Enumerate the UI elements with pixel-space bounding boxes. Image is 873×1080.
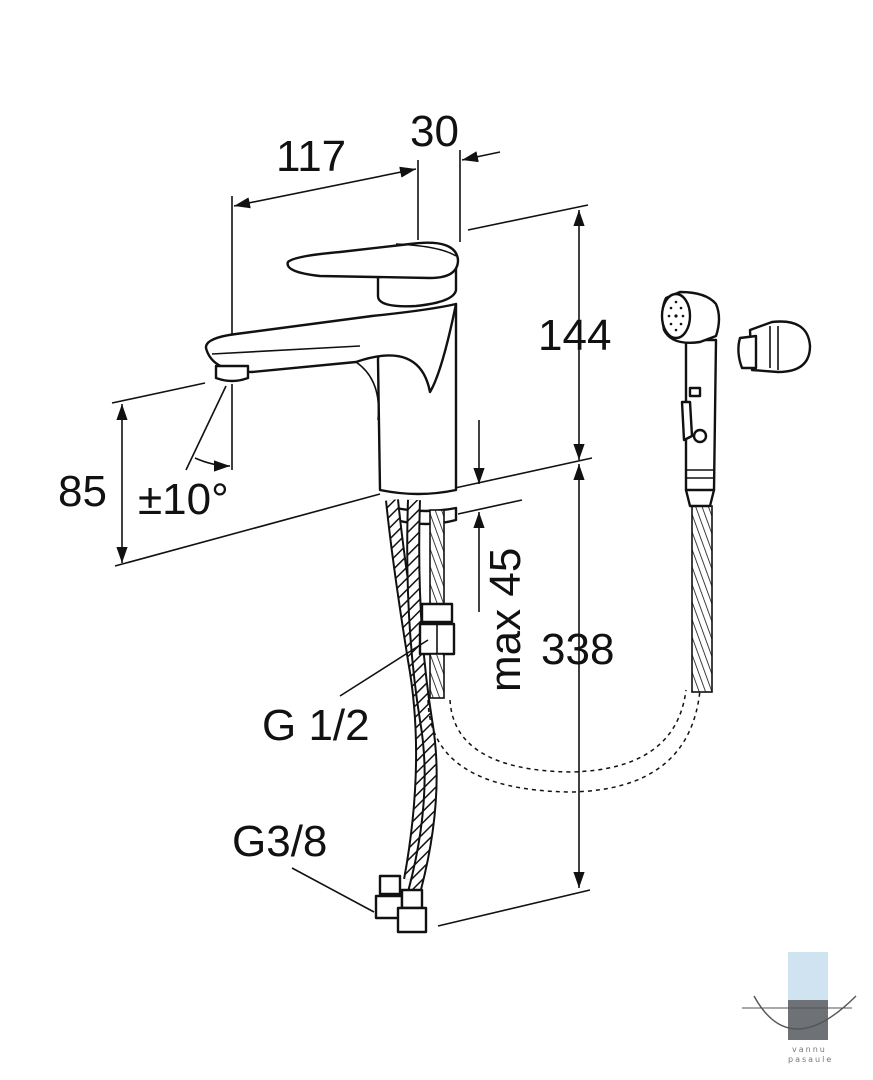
hand-shower	[660, 290, 721, 693]
end-fitting-right	[396, 906, 428, 934]
hose-connector-tail	[429, 653, 445, 699]
extension-line	[467, 204, 589, 231]
dimension-85: 85	[58, 382, 381, 567]
faucet-body	[204, 241, 460, 526]
label-g38: G3/8	[232, 817, 327, 866]
dimension-angle: ±10°	[138, 384, 233, 524]
shower-valve-knob	[692, 428, 708, 444]
logo-arc	[753, 995, 857, 1030]
extension-line	[111, 382, 206, 404]
logo-text-2: pasaule	[788, 1055, 833, 1064]
trigger-pin	[688, 386, 702, 398]
supply-hoses	[374, 499, 456, 934]
end-fitting-left-top	[378, 874, 402, 896]
label-g12: G 1/2	[262, 701, 370, 750]
dimension-label-144: 144	[538, 311, 611, 360]
deck-extension-line	[454, 457, 593, 489]
leader-g12	[339, 639, 429, 697]
extension-line	[185, 385, 227, 471]
logo-text-1: vannu	[792, 1045, 827, 1054]
logo-block-dark	[788, 1000, 828, 1040]
body-shading-line	[355, 361, 380, 421]
dimension-line	[461, 151, 501, 163]
dimension-max45: max 45	[457, 420, 530, 692]
shower-hose	[691, 505, 713, 693]
supply-hose-right	[407, 499, 436, 902]
threaded-pipe	[429, 509, 445, 607]
extension-line	[437, 889, 591, 927]
aerator	[214, 364, 250, 383]
dimension-label-338: 338	[541, 625, 614, 674]
dimension-label-angle: ±10°	[138, 475, 229, 524]
dimension-144: 144	[467, 204, 611, 460]
end-fitting-right-top	[400, 888, 424, 910]
shower-wall-holder	[737, 320, 812, 374]
hose-loop-inner	[427, 689, 701, 793]
handle-end	[684, 488, 716, 508]
leader-g38	[291, 867, 375, 913]
dimension-label-85: 85	[58, 467, 107, 516]
lever-handle	[286, 241, 460, 280]
dimension-label-117: 117	[276, 132, 346, 181]
logo-block-light	[788, 952, 828, 1000]
angle-arc	[194, 457, 231, 472]
holder-body	[748, 320, 812, 374]
dimension-117: 117	[231, 132, 419, 340]
brand-logo: vannu pasaule	[742, 952, 857, 1064]
spray-nozzles	[667, 300, 685, 332]
extension-line	[457, 499, 523, 515]
shower-hose-loop	[427, 689, 701, 793]
deck-line	[114, 493, 381, 567]
lever-top-line	[395, 243, 457, 257]
shower-trigger	[680, 400, 694, 442]
spout-edge-line	[211, 345, 361, 355]
hose-loop-outer	[449, 689, 687, 773]
mounting-collar	[394, 506, 458, 526]
dimension-label-max45: max 45	[481, 548, 530, 692]
holder-plate	[737, 334, 758, 370]
dimension-30: 30	[410, 107, 501, 242]
dimension-line	[233, 166, 417, 209]
thread-callouts: G 1/2 G3/8	[232, 639, 429, 913]
dimension-label-30: 30	[410, 107, 459, 156]
connector-nut-top	[420, 602, 454, 624]
